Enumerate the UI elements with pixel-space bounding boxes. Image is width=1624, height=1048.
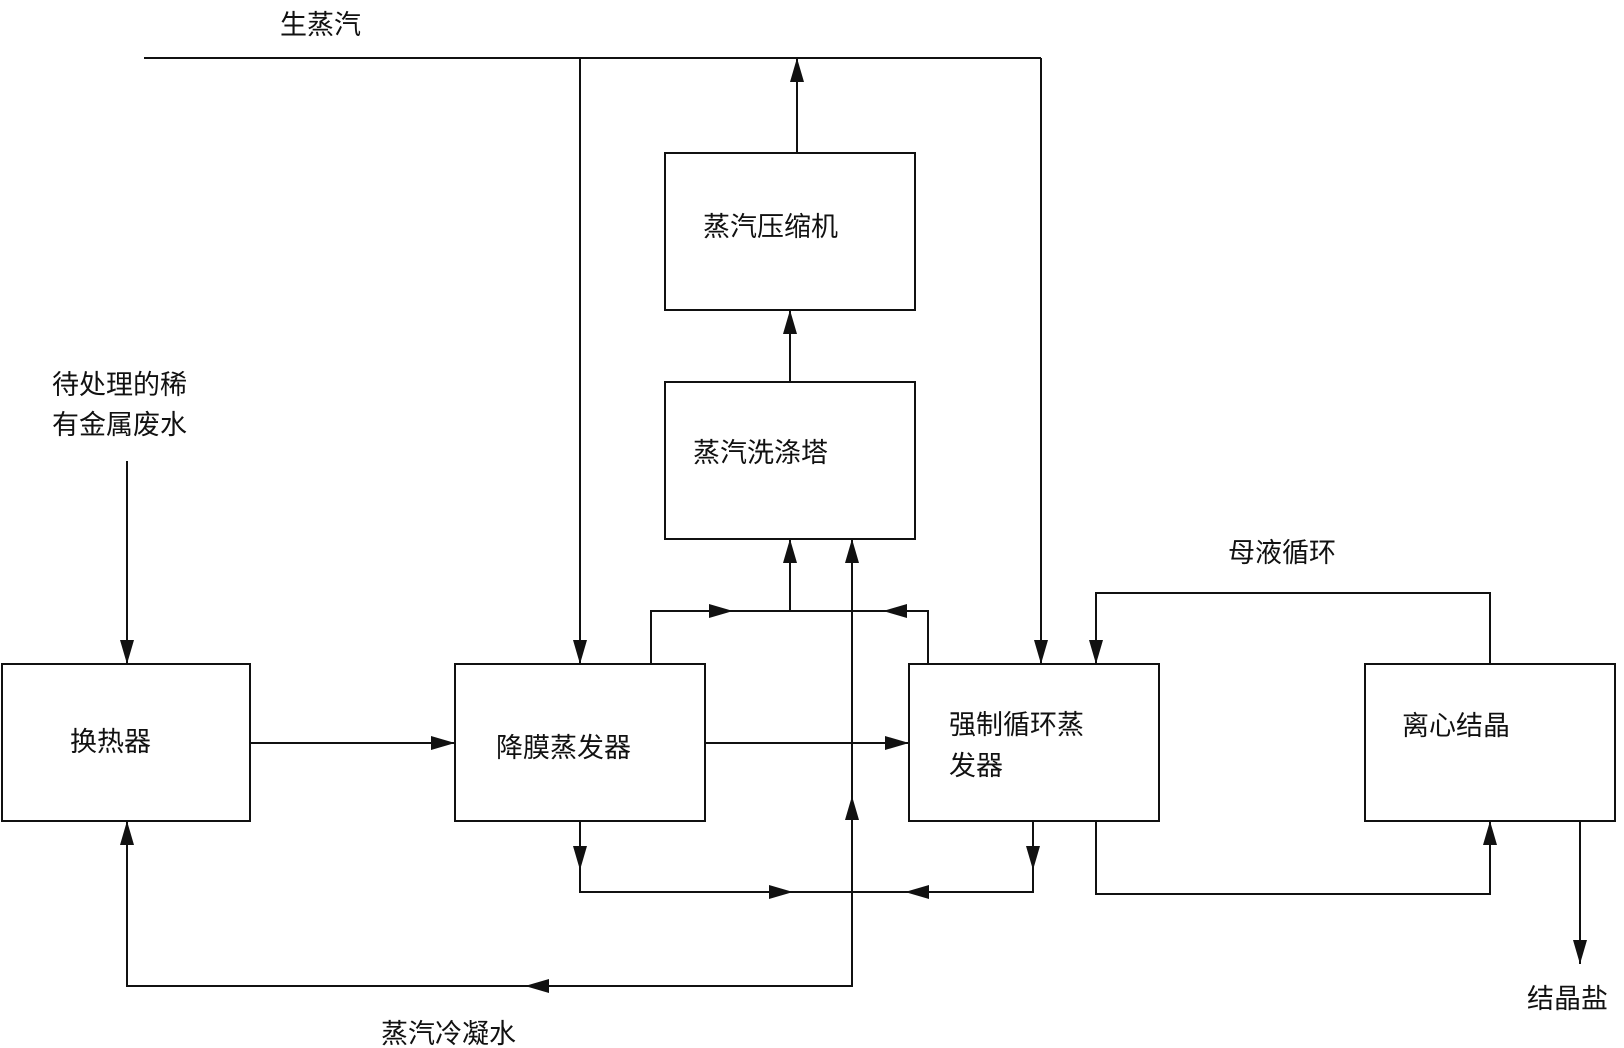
forced-circulation-label-line1: 强制循环蒸 (949, 710, 1084, 741)
steam-washing-tower-label: 蒸汽洗涤塔 (693, 438, 828, 469)
live-steam-label: 生蒸汽 (280, 10, 361, 41)
mother-liquor-circulation-line (1095, 592, 1491, 664)
heat-exchanger-box (1, 663, 251, 822)
steam-condensate-line (126, 539, 853, 987)
forced-circulation-to-centrifuge-line (1095, 821, 1491, 895)
steam-compressor-label: 蒸汽压缩机 (703, 212, 838, 243)
wastewater-label-line2: 有金属废水 (52, 410, 187, 441)
arrowhead-heat-exchanger-out (431, 736, 455, 750)
falling-film-evaporator-box (454, 663, 706, 822)
crystal-salt-label: 结晶盐 (1527, 984, 1608, 1015)
heat-exchanger-label: 换热器 (70, 727, 151, 758)
wastewater-label-line1: 待处理的稀 (52, 370, 187, 401)
arrowhead-crystal-salt (1573, 940, 1587, 964)
centrifugal-crystallization-label: 离心结晶 (1402, 711, 1510, 742)
centrifugal-crystallization-box (1364, 663, 1616, 822)
vapor-collection-line (650, 610, 929, 664)
arrowhead-falling-film-out (885, 736, 909, 750)
bottom-collection-line (579, 821, 1034, 893)
arrowhead-forced-bottom (1026, 846, 1040, 870)
arrowhead-condensate-up-top (845, 539, 859, 563)
arrowhead-wastewater-feed (120, 640, 134, 664)
arrowhead-tower-to-compressor (783, 310, 797, 334)
arrowhead-vapor-to-tower (783, 539, 797, 563)
arrowhead-compressor-outlet (790, 58, 804, 82)
arrowhead-live-steam-forced (1034, 640, 1048, 664)
arrowhead-live-steam-falling-film (573, 640, 587, 664)
arrowhead-condensate-left (525, 979, 549, 993)
arrowhead-mother-liquor (1089, 640, 1103, 664)
arrowhead-to-centrifuge (1483, 821, 1497, 845)
arrowhead-falling-film-bottom (573, 846, 587, 870)
steam-washing-tower-box (664, 381, 916, 540)
mother-liquor-circulation-label: 母液循环 (1228, 538, 1336, 569)
falling-film-evaporator-label: 降膜蒸发器 (496, 733, 631, 764)
steam-compressor-box (664, 152, 916, 311)
arrowhead-bottom-right (769, 885, 793, 899)
arrowhead-vapor-right (709, 604, 733, 618)
steam-condensate-label: 蒸汽冷凝水 (381, 1019, 516, 1048)
arrowhead-bottom-left (905, 885, 929, 899)
forced-circulation-evaporator-box (908, 663, 1160, 822)
arrowhead-condensate-to-heat-exchanger (120, 821, 134, 845)
forced-circulation-label-line2: 发器 (949, 751, 1003, 782)
arrowhead-condensate-up (845, 796, 859, 820)
arrowhead-vapor-left (883, 604, 907, 618)
